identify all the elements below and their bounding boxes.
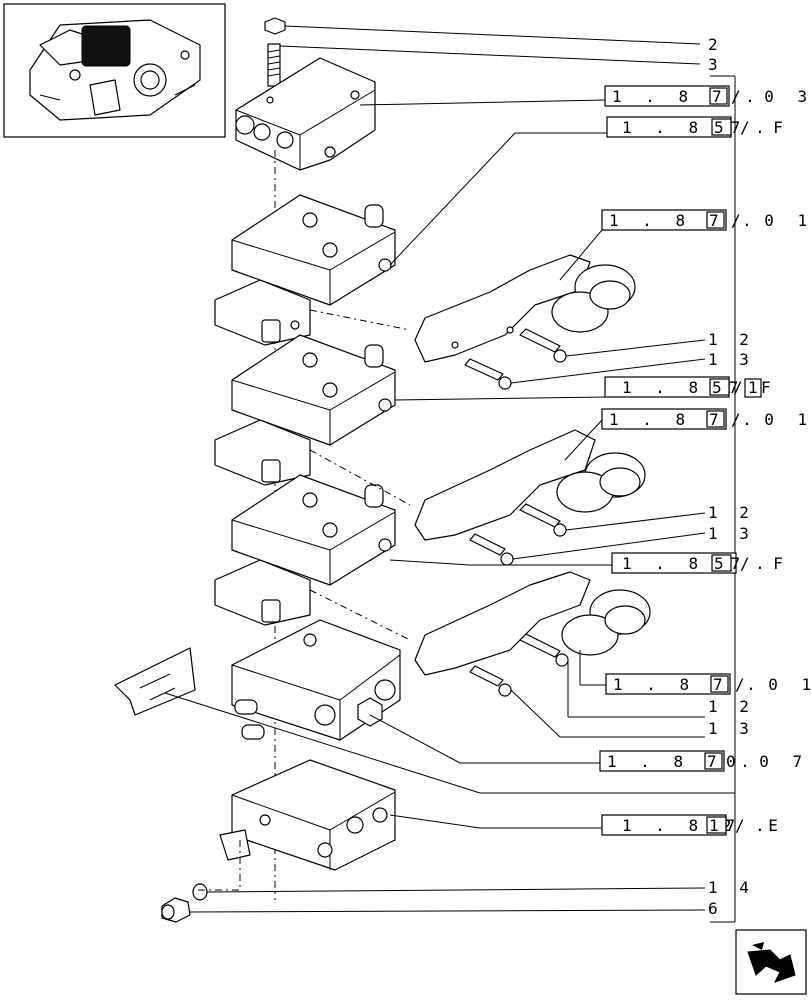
bolt-13-c[interactable] xyxy=(469,665,512,697)
reference-callouts: 1 . 8 2 . 7 / 0 3 A 1 . 8 2 . 57 / F 1 .… xyxy=(599,85,812,836)
bracket-plate[interactable] xyxy=(114,647,196,716)
ref-boxed-number: 57 xyxy=(714,554,747,573)
part-label-12[interactable]: 1 2 xyxy=(708,697,755,716)
part-label-13[interactable]: 1 3 xyxy=(708,524,755,543)
leader-lines xyxy=(164,25,735,913)
ref-suffix: 0 0 7 C xyxy=(726,752,812,771)
part-label-14[interactable]: 1 4 xyxy=(708,878,755,897)
ref-boxed-number: 17 xyxy=(709,816,742,835)
ref-callout[interactable]: 1 . 8 2 . 57 / F xyxy=(606,116,790,138)
ref-callout[interactable]: 1 . 8 2 57 / 1 F xyxy=(604,376,778,398)
next-page-arrow-icon[interactable] xyxy=(735,929,807,995)
coupler-arm-1[interactable] xyxy=(414,254,636,363)
ref-callout[interactable]: 1 . 8 2 . 7 / 0 1 C xyxy=(601,408,812,430)
valve-section-1[interactable] xyxy=(214,194,396,346)
part-label-3[interactable]: 3 xyxy=(708,55,724,74)
inlet-section[interactable] xyxy=(231,619,401,741)
part-number-labels: 2 3 1 2 1 3 1 2 1 3 1 2 1 3 1 4 6 xyxy=(708,35,755,918)
cap-nut-part[interactable] xyxy=(264,17,286,35)
part-label-2[interactable]: 2 xyxy=(708,35,724,54)
ref-boxed-number: 7 xyxy=(709,211,726,230)
valve-section-2[interactable] xyxy=(214,334,396,486)
bolt-13-b[interactable] xyxy=(469,533,514,566)
ref-boxed-number-2: 1 xyxy=(748,378,765,397)
bolt-12-c[interactable] xyxy=(519,633,569,667)
part-label-6[interactable]: 6 xyxy=(708,899,724,918)
coupler-arm-3[interactable] xyxy=(414,571,651,676)
bolt-12-a[interactable] xyxy=(519,328,567,363)
bolt-12-b[interactable] xyxy=(519,503,567,537)
callout-frame xyxy=(710,75,736,923)
coupler-arm-2[interactable] xyxy=(414,429,646,541)
assembly-dash-links xyxy=(193,309,411,891)
ref-suffix: / F xyxy=(740,118,790,137)
ref-suffix: / 0 1 C xyxy=(731,211,812,230)
plug-part[interactable] xyxy=(161,897,191,923)
ref-callout[interactable]: 1 . 8 2 . 7 / 0 1 C xyxy=(601,209,812,231)
part-label-12[interactable]: 1 2 xyxy=(708,330,755,349)
bolt-13-a[interactable] xyxy=(464,358,512,390)
ref-boxed-number: 7 xyxy=(709,410,726,429)
tractor-hydraulics-thumbnail-icon xyxy=(29,19,201,121)
part-label-12[interactable]: 1 2 xyxy=(708,503,755,522)
top-cover-block[interactable] xyxy=(235,57,376,171)
ref-boxed-number: 7 xyxy=(713,675,730,694)
ref-boxed-number: 57 xyxy=(714,118,747,137)
valve-section-3[interactable] xyxy=(214,474,396,626)
ref-callout[interactable]: 1 . 8 2 . 17 / E xyxy=(601,814,785,836)
seal-ring-part[interactable] xyxy=(192,883,208,901)
ref-boxed-number: 7 xyxy=(712,87,729,106)
stud-part[interactable] xyxy=(267,43,281,87)
ref-suffix: / 0 1 C xyxy=(731,410,812,429)
ref-suffix: / xyxy=(733,378,750,397)
end-cover-section[interactable] xyxy=(219,759,396,871)
ref-callout[interactable]: 1 . 8 2 . 57 / F xyxy=(611,552,790,574)
ref-callout[interactable]: 1 . 8 2 . 7 0 0 7 C xyxy=(599,750,812,772)
ref-suffix-2: F xyxy=(761,378,778,397)
ref-boxed-number: 7 xyxy=(707,752,724,771)
ref-prefix: 1 . 8 2 . xyxy=(622,816,772,835)
ref-callout[interactable]: 1 . 8 2 . 7 / 0 3 A xyxy=(604,85,812,107)
ref-boxed-number: 57 xyxy=(712,378,745,397)
ref-suffix: / F xyxy=(740,554,790,573)
ref-suffix: / 0 3 A xyxy=(731,87,812,106)
overview-thumbnail[interactable] xyxy=(3,3,226,138)
ref-prefix: 1 . 8 2 xyxy=(622,378,738,397)
ref-suffix: / E xyxy=(735,816,785,835)
ref-suffix: / 0 1 C xyxy=(735,675,812,694)
part-label-13[interactable]: 1 3 xyxy=(708,350,755,369)
part-label-13[interactable]: 1 3 xyxy=(708,719,755,738)
ref-callout[interactable]: 1 . 8 2 . 7 / 0 1 C xyxy=(605,673,812,695)
